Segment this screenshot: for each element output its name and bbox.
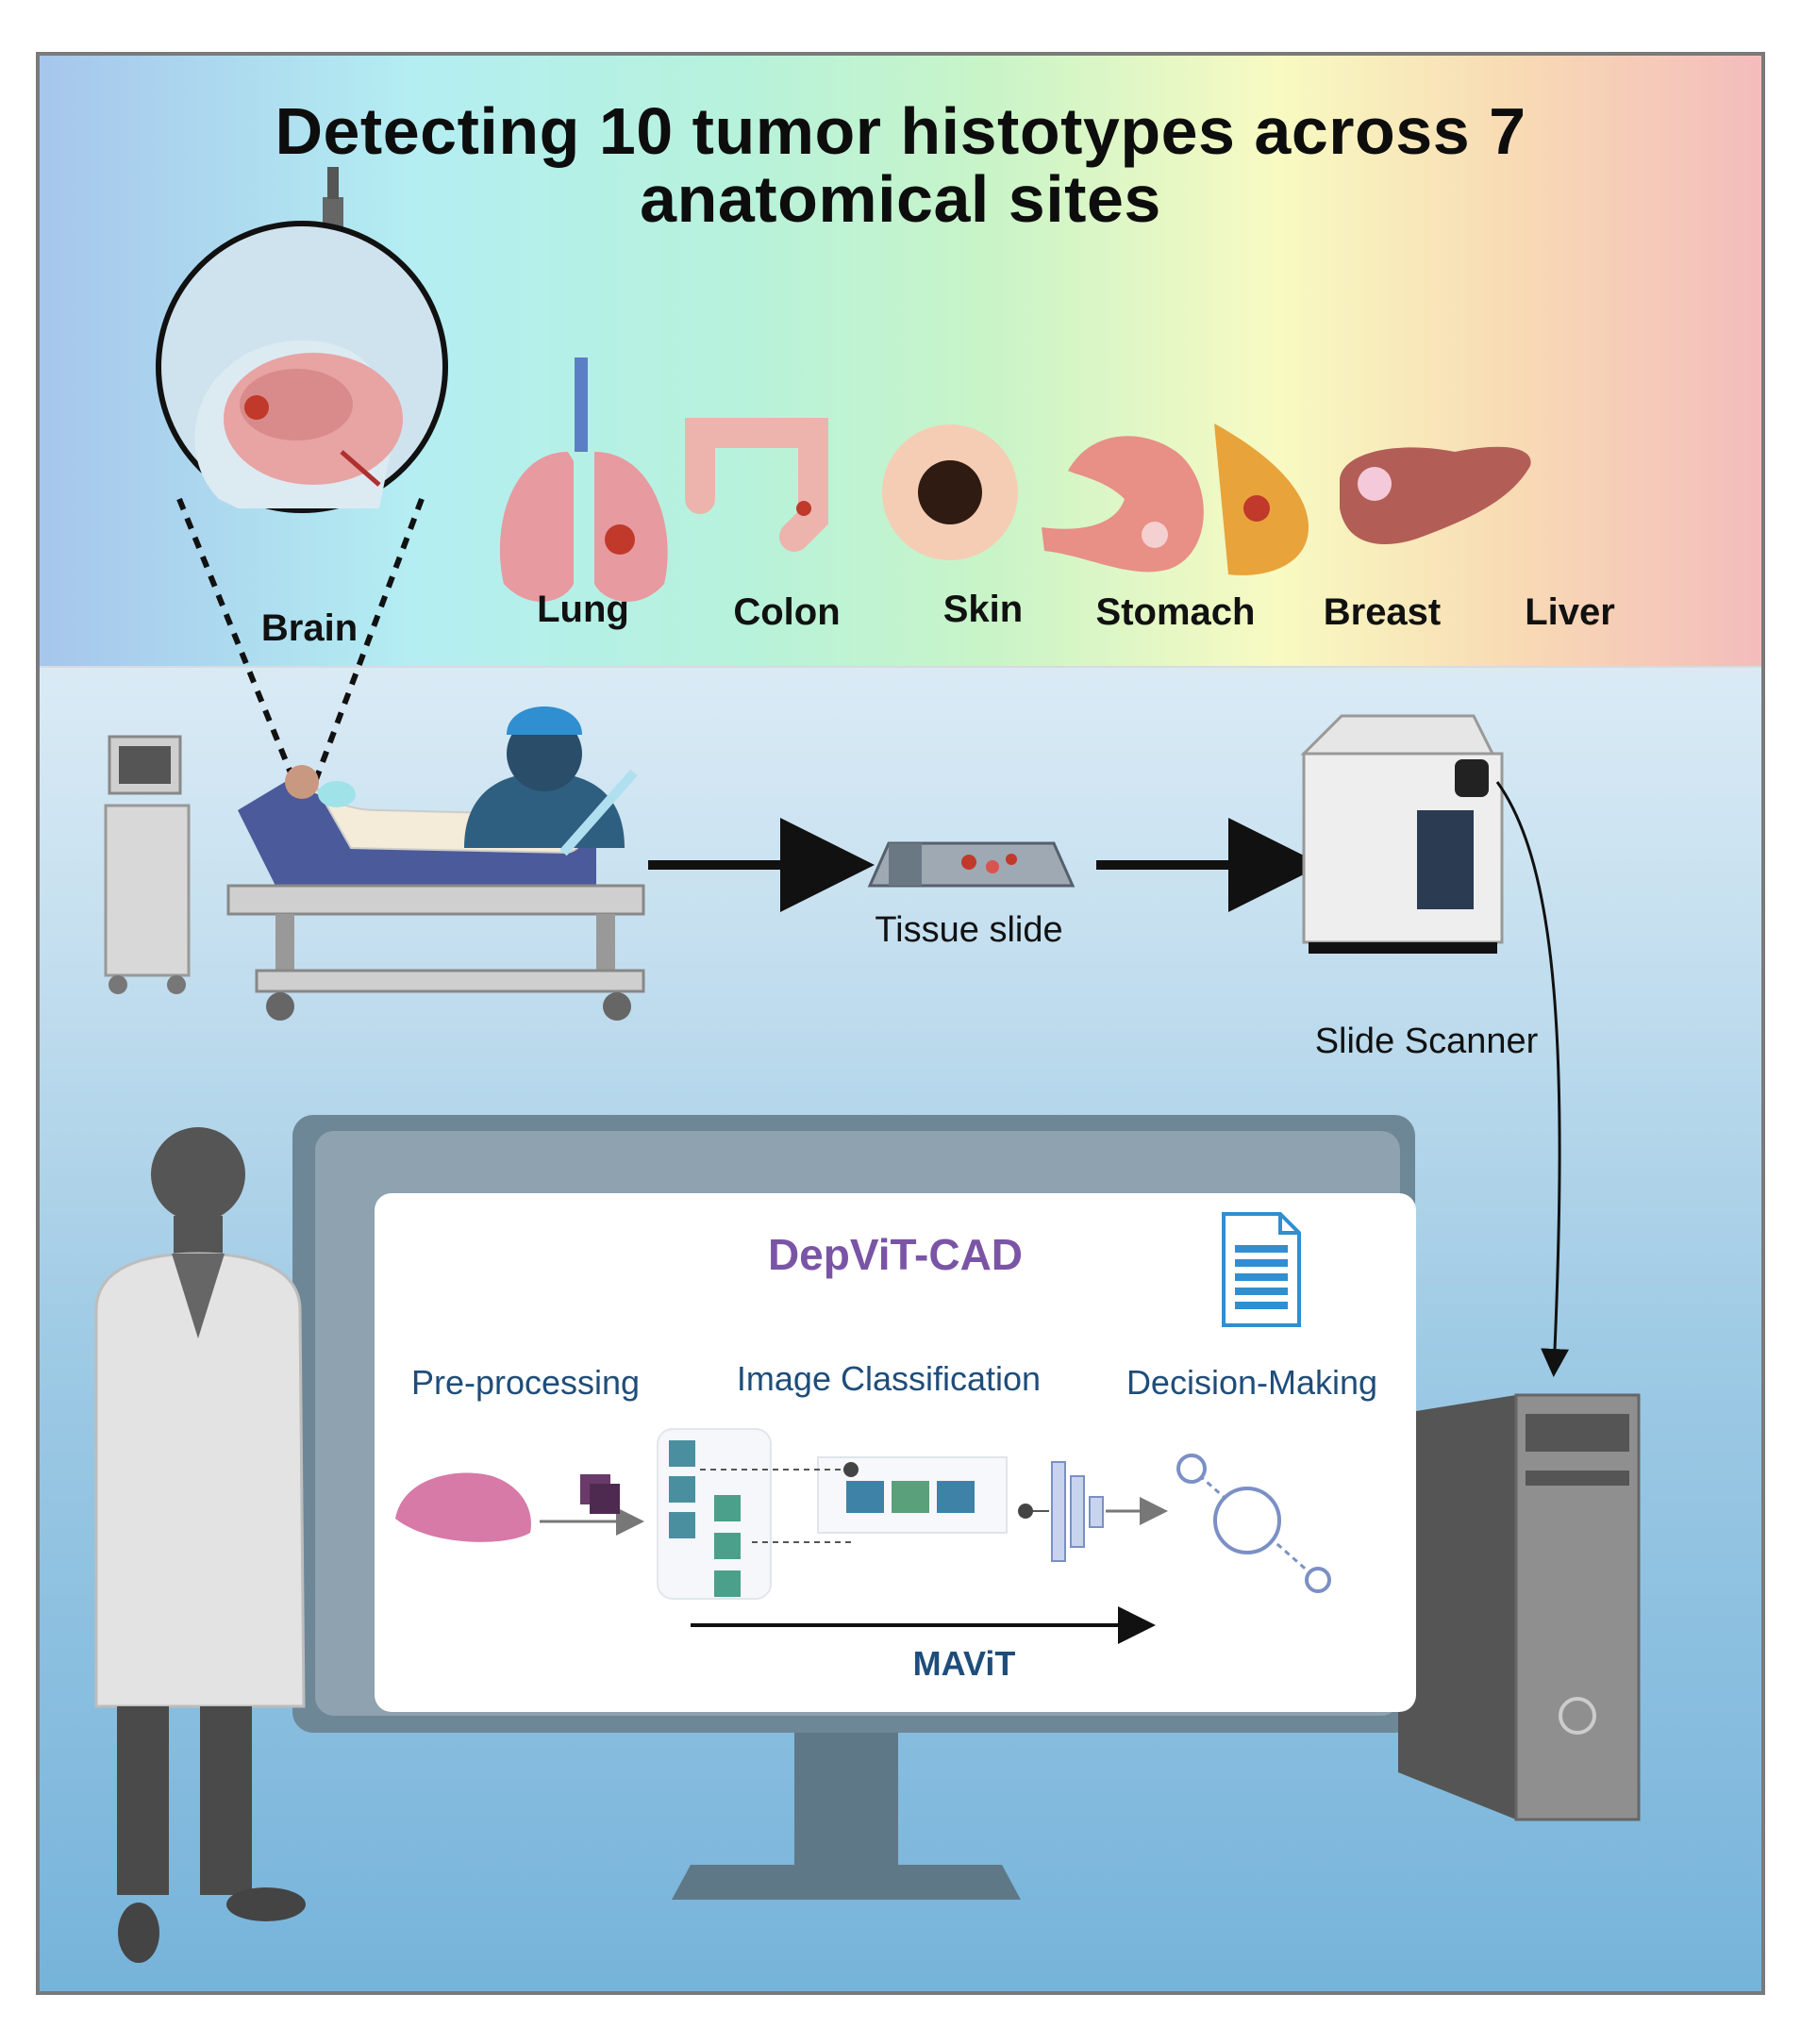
- classifier-head: [1018, 1461, 1168, 1562]
- colon-illustration: [685, 418, 828, 552]
- tissue-slide-icon: [867, 841, 1076, 888]
- stomach-illustration: [1042, 436, 1204, 573]
- stage-decision-making: Decision-Making: [1126, 1363, 1378, 1402]
- slide-scanner-icon: [1300, 714, 1504, 954]
- doctor-illustration: [94, 1127, 306, 1963]
- patch-stack-icon: [580, 1474, 620, 1514]
- decision-diagram: [1176, 1454, 1331, 1593]
- app-title: DepViT-CAD: [767, 1230, 1024, 1279]
- monitor-screen: DepViT-CAD: [375, 1193, 1416, 1712]
- model-name-label: MAViT: [912, 1644, 1016, 1683]
- arrow-scanner-to-computer: [1495, 781, 1570, 1377]
- title-line-1: Detecting 10 tumor histotypes across 7: [275, 94, 1526, 168]
- label-stomach: Stomach: [1095, 591, 1256, 633]
- brain-illustration: [156, 167, 448, 513]
- label-colon: Colon: [733, 591, 841, 633]
- breast-illustration: [1214, 424, 1309, 575]
- zoom-line-left: [176, 497, 297, 784]
- lung-illustration: [499, 357, 668, 602]
- diagram-frame: Detecting 10 tumor histotypes across 7 a…: [36, 52, 1765, 1995]
- histology-sample-icon: [395, 1472, 531, 1542]
- label-skin: Skin: [942, 589, 1024, 630]
- label-slide-scanner: Slide Scanner: [1314, 1022, 1539, 1061]
- skin-illustration: [882, 424, 1018, 560]
- label-lung: Lung: [537, 589, 629, 630]
- attention-block: [700, 1456, 1008, 1543]
- surgeon-illustration: [464, 706, 638, 856]
- label-brain: Brain: [260, 607, 359, 649]
- label-liver: Liver: [1525, 591, 1615, 633]
- label-tissue-slide: Tissue slide: [875, 910, 1063, 950]
- title-line-2: anatomical sites: [640, 162, 1161, 236]
- stage-preprocessing: Pre-processing: [410, 1363, 641, 1402]
- zoom-line-right: [312, 497, 425, 784]
- pipeline-graphic: [395, 1212, 1331, 1644]
- feature-maps: [657, 1428, 772, 1600]
- ventilator-illustration: [104, 735, 191, 994]
- computer-tower-illustration: [1398, 1393, 1641, 1821]
- liver-illustration: [1340, 446, 1531, 545]
- document-icon: [1222, 1212, 1301, 1327]
- stage-image-classification: Image Classification: [736, 1359, 1042, 1398]
- label-breast: Breast: [1323, 591, 1442, 633]
- hospital-bed-illustration: [226, 765, 645, 1021]
